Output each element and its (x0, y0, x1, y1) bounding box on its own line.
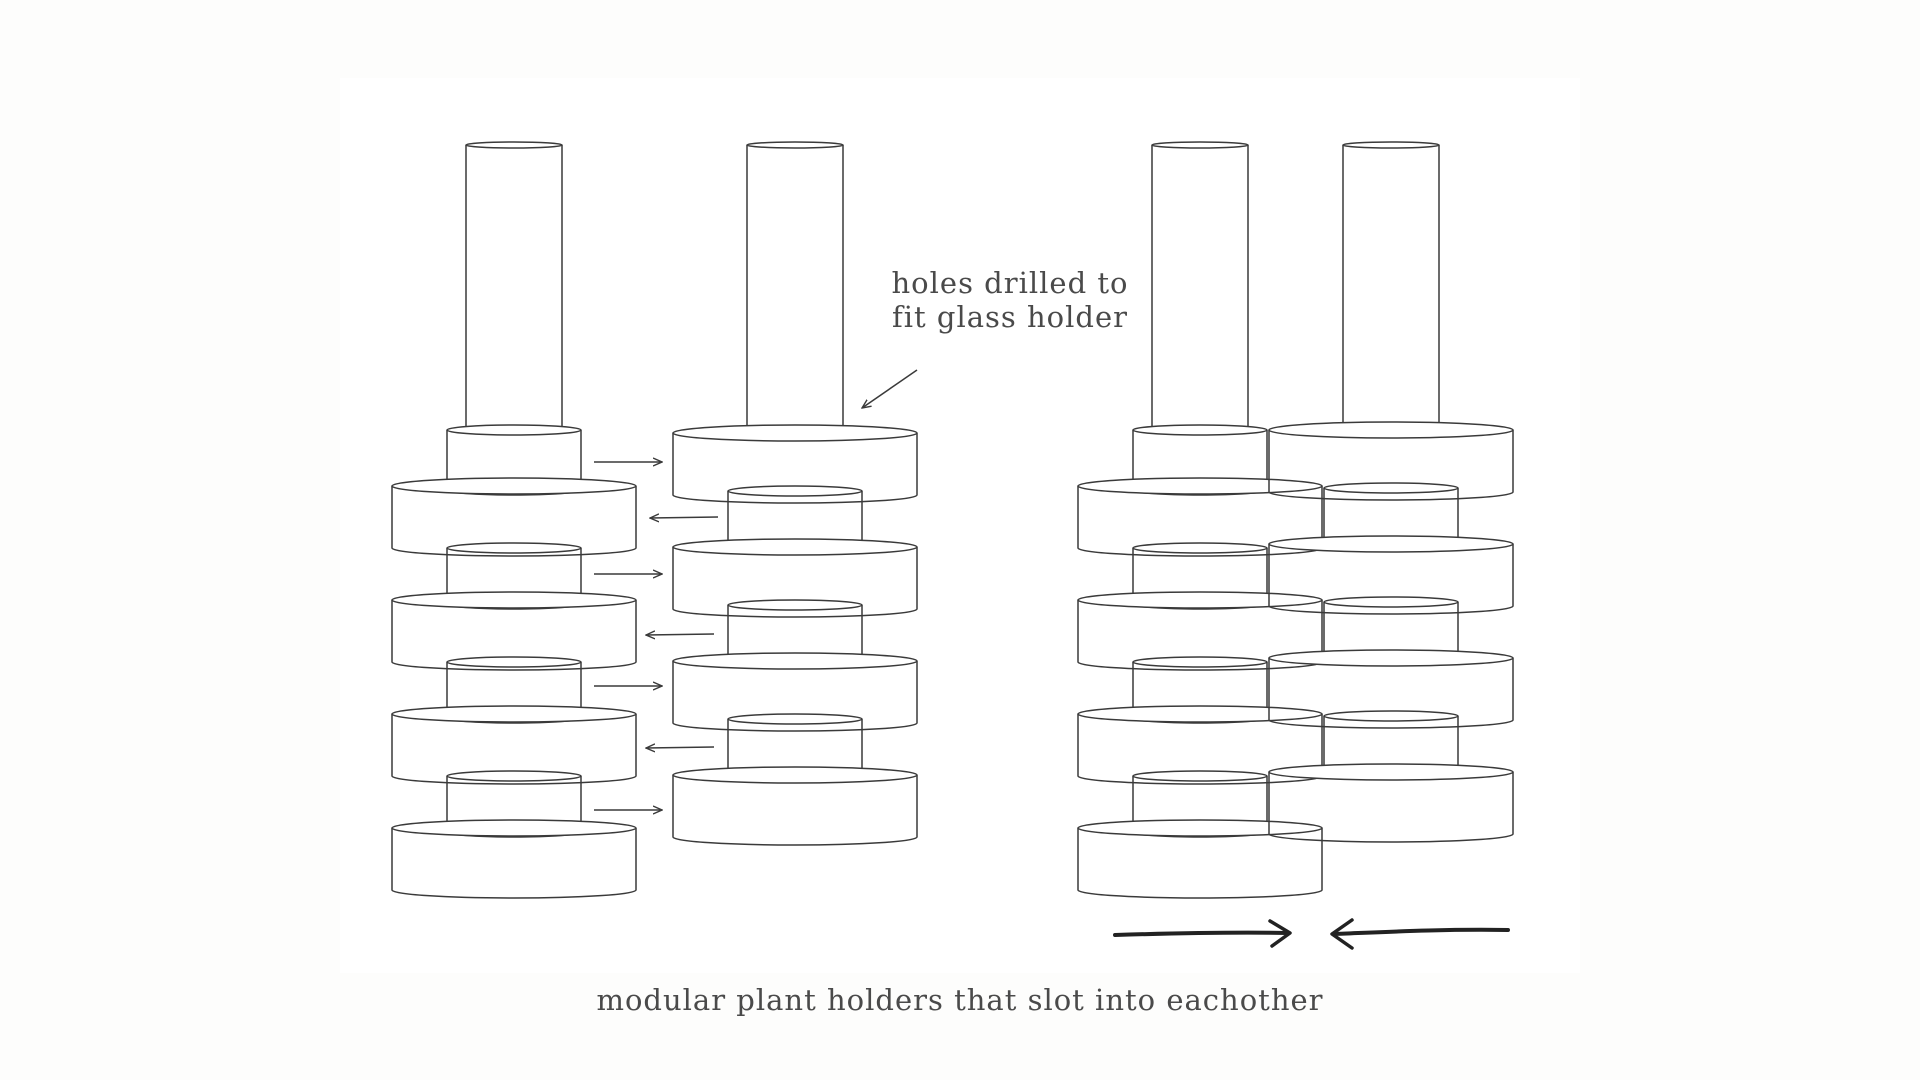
holder-stack-right-even (1268, 141, 1514, 843)
slot-arrows (594, 462, 719, 810)
holder-disc (1268, 763, 1514, 843)
slot-arrow (646, 634, 715, 635)
holder-disc (1077, 591, 1323, 671)
right-pointing-arrow-shaft (1113, 930, 1290, 937)
holder-stack-left-even (672, 141, 918, 846)
glass-tube (1341, 141, 1441, 435)
holder-disc (391, 705, 637, 785)
holder-stack-right-odd (1077, 141, 1323, 899)
glass-tube (745, 141, 845, 435)
annotation-pointer-arrow (862, 369, 918, 408)
holder-disc (1268, 421, 1514, 501)
left-pointing-arrow-shaft (1332, 927, 1510, 936)
glass-tube (464, 141, 564, 435)
holder-disc (672, 424, 918, 504)
holes-annotation: holes drilled to fit glass holder (880, 266, 1140, 334)
holder-disc (391, 477, 637, 557)
holder-disc (672, 766, 918, 846)
holder-disc (391, 591, 637, 671)
annotation-line-1: holes drilled to (891, 266, 1129, 300)
holder-disc (1077, 477, 1323, 557)
glass-tube (1150, 141, 1250, 435)
holder-disc (1077, 705, 1323, 785)
annotation-line-2: fit glass holder (892, 300, 1128, 334)
left-pointing-arrowhead (1330, 918, 1354, 950)
push-together-arrows (1113, 918, 1510, 950)
pointer-arrow (862, 369, 918, 408)
slot-arrow (646, 747, 715, 748)
slot-arrow (650, 517, 719, 518)
right-pointing-arrowhead (1268, 919, 1292, 948)
holder-disc (1268, 649, 1514, 729)
holder-disc (672, 652, 918, 732)
holder-disc (391, 819, 637, 899)
diagram-caption: modular plant holders that slot into eac… (596, 983, 1324, 1017)
holder-disc (1077, 819, 1323, 899)
holder-disc (672, 538, 918, 618)
holder-stack-left-odd (391, 141, 637, 899)
holder-disc (1268, 535, 1514, 615)
